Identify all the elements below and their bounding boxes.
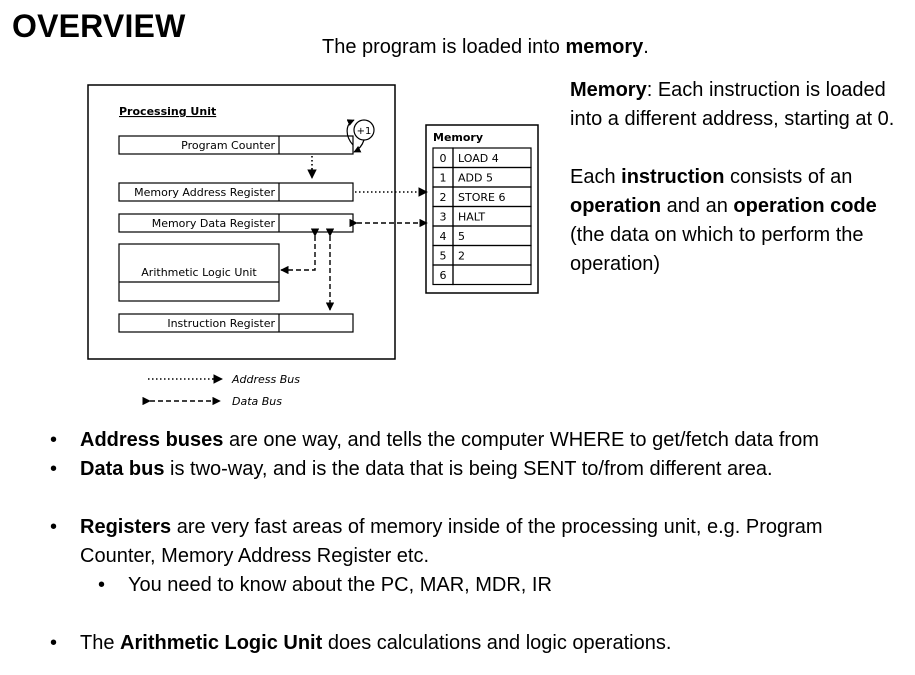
ir-label: Instruction Register: [167, 317, 275, 330]
alu-label: Arithmetic Logic Unit: [141, 266, 257, 279]
list-item: •You need to know about the PC, MAR, MDR…: [98, 574, 552, 596]
ir-register: Instruction Register: [118, 313, 354, 333]
memory-content-label: 2: [458, 250, 465, 263]
memory-cell-row: 3 HALT: [432, 205, 532, 227]
instruction-description: Each instruction consists of an operatio…: [570, 166, 877, 275]
alu-unit: Arithmetic Logic Unit: [118, 243, 280, 302]
subtitle: The program is loaded into memory.: [322, 36, 649, 58]
processing-unit-label: Processing Unit: [119, 105, 216, 118]
legend-data-bus-label: Data Bus: [232, 395, 282, 408]
increment-label: +1: [357, 126, 372, 137]
mar-register: Memory Address Register: [118, 182, 354, 202]
memory-content-cell: [452, 264, 532, 286]
memory-description: Memory: Each instruction is loaded into …: [570, 79, 895, 130]
memory-content-label: LOAD 4: [458, 152, 499, 165]
legend-address-bus-label: Address Bus: [231, 373, 300, 386]
memory-address-label: 2: [440, 191, 447, 204]
memory-address-label: 4: [440, 230, 447, 243]
memory-content-label: HALT: [458, 211, 485, 224]
memory-cell-row: 1 ADD 5: [432, 166, 532, 188]
legend: Address Bus Data Bus: [142, 373, 300, 408]
memory-content-label: 5: [458, 230, 465, 243]
memory-frame: [425, 124, 539, 294]
memory-address-label: 3: [440, 211, 447, 224]
page-title: OVERVIEW: [12, 8, 186, 44]
mdr-alu-data-bus: [280, 228, 320, 275]
description-panel: Memory: Each instruction is loaded into …: [570, 76, 900, 279]
list-item: •The Arithmetic Logic Unit does calculat…: [50, 632, 672, 654]
memory-label: Memory: [433, 131, 483, 144]
list-item: •Data bus is two-way, and is the data th…: [50, 458, 773, 480]
bullet-list: •Address buses are one way, and tells th…: [50, 426, 900, 658]
cpu-memory-diagram: Processing Unit Program Counter +1 Memor…: [87, 84, 539, 408]
program-counter-register: Program Counter: [118, 135, 354, 155]
memory-address-label: 5: [440, 250, 447, 263]
increment-node: +1: [346, 119, 375, 153]
program-counter-label: Program Counter: [181, 139, 275, 152]
list-item: •Registers are very fast areas of memory…: [50, 516, 823, 567]
mar-label: Memory Address Register: [134, 186, 275, 199]
memory-cell-row: 2 STORE 6: [432, 186, 532, 208]
memory-content-label: ADD 5: [458, 172, 493, 185]
mdr-register: Memory Data Register: [118, 213, 354, 233]
memory-address-label: 1: [440, 172, 447, 185]
memory-cell-row: 0 LOAD 4: [432, 147, 532, 169]
memory-address-label: 6: [440, 269, 447, 282]
memory-content-label: STORE 6: [458, 191, 505, 204]
list-item: •Address buses are one way, and tells th…: [50, 429, 819, 451]
memory-cell-row: 6: [432, 264, 532, 286]
mdr-label: Memory Data Register: [152, 217, 276, 230]
memory-address-label: 0: [440, 152, 447, 165]
